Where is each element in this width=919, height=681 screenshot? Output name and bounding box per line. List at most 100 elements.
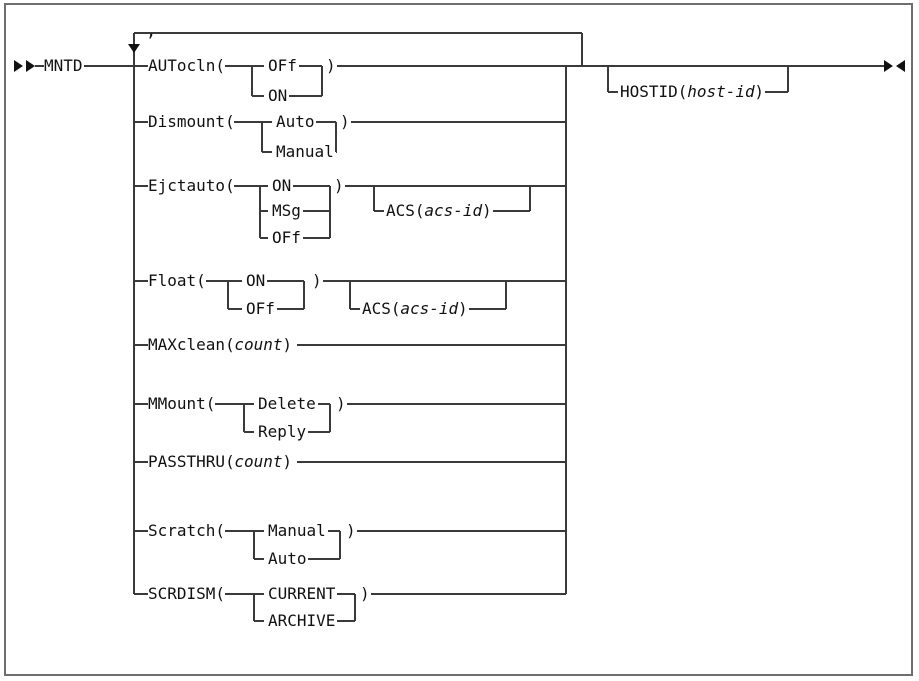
choice-scrdism-current: CURRENT <box>268 584 336 603</box>
hostid-drop <box>607 66 609 92</box>
choice-trail-mmount-1 <box>308 431 330 433</box>
choices-close-bar-scrdism <box>354 594 356 621</box>
choice-trail-float-0 <box>267 280 304 282</box>
row-to-choices-autocln <box>224 65 252 67</box>
repeat-separator-comma: , <box>146 21 157 41</box>
choice-lead-mmount-0 <box>244 403 254 405</box>
choice-ejctauto-msg: MSg <box>272 201 301 220</box>
hostid-lead <box>608 91 618 93</box>
row-tail-mmount <box>346 403 566 405</box>
row-entry-stub-scratch <box>134 530 148 532</box>
choice-trail-ejctauto-0 <box>293 185 330 187</box>
option-close-paren-float: ) <box>312 271 322 290</box>
row-tail-autocln <box>336 65 566 67</box>
choice-float-on: ON <box>246 271 266 290</box>
command-keyword: MNTD <box>44 56 83 75</box>
optional-suffix-trail-ejctauto <box>492 210 530 212</box>
option-keyword-float: Float( <box>148 271 206 290</box>
choice-lead-scratch-0 <box>254 530 264 532</box>
start-arrow-1 <box>14 60 23 72</box>
choice-trail-scratch-0 <box>327 530 340 532</box>
option-close-paren-mmount: ) <box>336 394 346 413</box>
hostid-rise <box>787 66 789 92</box>
end-arrow-left <box>896 60 905 72</box>
choice-ejctauto-off: OFf <box>272 228 301 247</box>
optional-suffix-lead-float <box>350 308 360 310</box>
optional-suffix-param-float: acs-id <box>400 299 459 318</box>
row-to-choices-scratch <box>224 530 254 532</box>
rail-start <box>35 65 44 67</box>
choice-lead-autocln-0 <box>252 65 264 67</box>
row-tail-scratch <box>356 530 566 532</box>
option-keyword-mmount: MMount( <box>148 394 216 413</box>
option-close-paren-maxclean: ) <box>282 335 293 354</box>
option-param-passthru: count <box>234 452 283 471</box>
choice-lead-ejctauto-2 <box>260 237 268 239</box>
optional-suffix-keyword-float: ACS( <box>362 299 401 318</box>
hostid-keyword: HOSTID( <box>620 82 688 101</box>
row-tail-maxclean <box>297 344 566 346</box>
choices-open-bar-mmount <box>243 404 245 432</box>
option-close-paren-passthru: ) <box>282 452 293 471</box>
choice-lead-dismount-0 <box>262 121 272 123</box>
repeat-loop-arrowhead <box>128 44 140 53</box>
option-param-maxclean: count <box>234 335 283 354</box>
choices-close-bar-autocln <box>321 66 323 96</box>
option-keyword-dismount: Dismount( <box>148 112 235 131</box>
choice-trail-ejctauto-1 <box>302 210 330 212</box>
option-close-paren-ejctauto: ) <box>334 176 344 195</box>
choice-trail-autocln-0 <box>298 65 322 67</box>
choice-trail-float-1 <box>276 308 304 310</box>
row-to-choices-dismount <box>234 121 262 123</box>
choice-trail-mmount-0 <box>317 403 330 405</box>
choices-open-bar-float <box>227 281 229 309</box>
row-entry-stub-maxclean <box>134 344 148 346</box>
choices-open-bar-dismount <box>261 122 263 152</box>
optional-suffix-close-paren-float: ) <box>458 299 468 318</box>
row-entry-stub-scrdism <box>134 593 148 595</box>
row-entry-stub-autocln <box>134 65 148 67</box>
choice-lead-autocln-1 <box>252 95 264 97</box>
optional-suffix-keyword-ejctauto: ACS( <box>386 201 425 220</box>
start-arrow-2 <box>26 60 35 72</box>
choice-lead-scrdism-1 <box>254 620 264 622</box>
choices-open-bar-scrdism <box>253 594 255 621</box>
optional-suffix-lead-ejctauto <box>374 210 384 212</box>
optional-suffix-trail-float <box>468 308 506 310</box>
row-entry-stub-dismount <box>134 121 148 123</box>
row-entry-stub-float <box>134 280 148 282</box>
row-to-choices-mmount <box>215 403 244 405</box>
repeat-loop-right <box>581 33 583 66</box>
option-keyword-maxclean: MAXclean( <box>148 335 235 354</box>
choices-open-bar-scratch <box>253 531 255 559</box>
choices-close-bar-float <box>303 281 305 309</box>
optional-suffix-close-paren-ejctauto: ) <box>482 201 492 220</box>
choice-autocln-on: ON <box>268 86 288 105</box>
optional-suffix-drop-float <box>349 281 351 309</box>
row-to-choices-scrdism <box>224 593 254 595</box>
rail-main-tail <box>566 65 884 67</box>
option-close-paren-scrdism: ) <box>360 584 370 603</box>
row-to-choices-ejctauto <box>234 185 260 187</box>
rail-command-to-spine <box>84 65 134 67</box>
choices-close-bar-ejctauto <box>329 186 331 238</box>
option-close-paren-autocln: ) <box>326 56 336 75</box>
optional-suffix-drop-ejctauto <box>373 186 375 211</box>
hostid-trail <box>765 91 788 93</box>
row-entry-stub-mmount <box>134 403 148 405</box>
choice-dismount-auto: Auto <box>276 112 315 131</box>
option-keyword-passthru: PASSTHRU( <box>148 452 235 471</box>
choice-scrdism-archive: ARCHIVE <box>268 611 336 630</box>
choice-dismount-manual: Manual <box>276 142 334 161</box>
choice-trail-scratch-1 <box>308 558 340 560</box>
hostid-close-paren: ) <box>754 82 765 101</box>
row-tail-dismount <box>350 121 566 123</box>
choice-trail-dismount-0 <box>316 121 336 123</box>
end-arrow-right <box>884 60 893 72</box>
option-keyword-autocln: AUTocln( <box>148 56 226 75</box>
row-tail-ejctauto <box>344 185 566 187</box>
choice-lead-mmount-1 <box>244 431 254 433</box>
optional-suffix-param-ejctauto: acs-id <box>424 201 483 220</box>
choices-close-bar-mmount <box>329 404 331 432</box>
choice-ejctauto-on: ON <box>272 176 292 195</box>
